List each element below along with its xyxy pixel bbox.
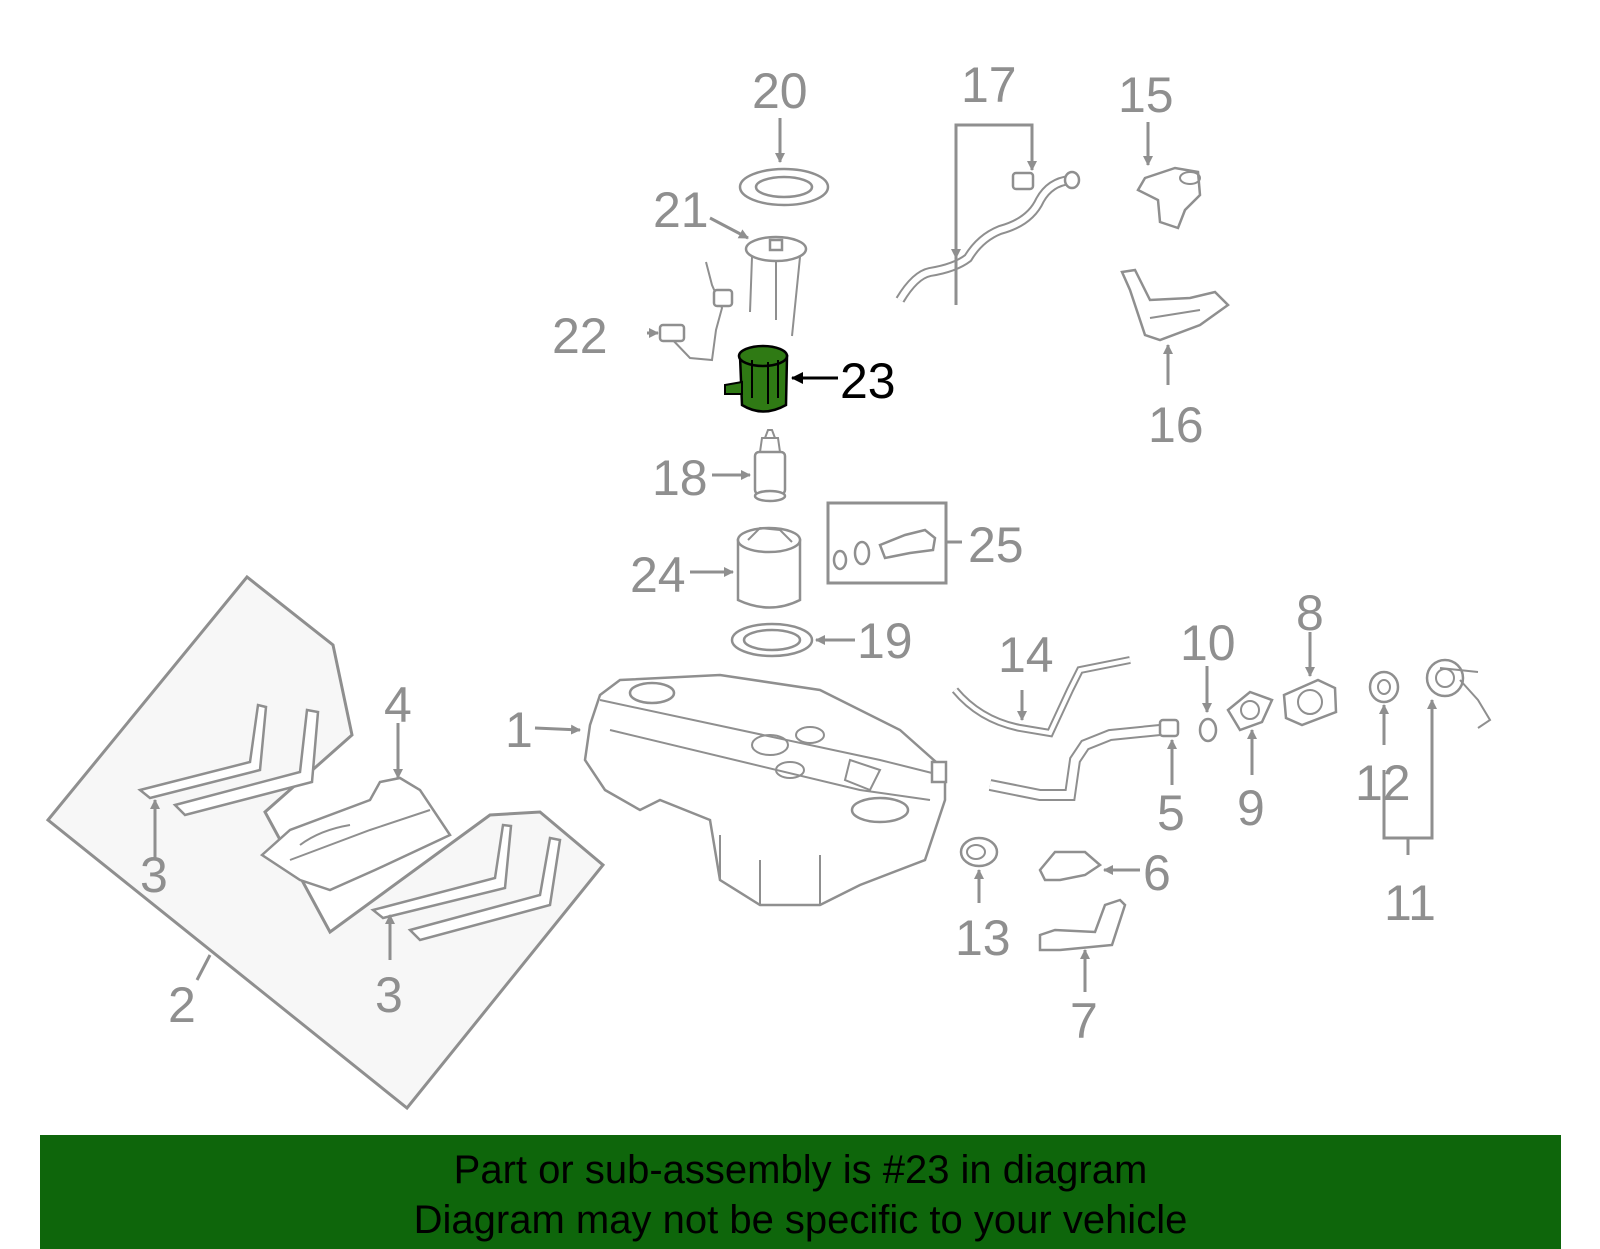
part-21-module-top[interactable] [744, 235, 808, 337]
label-12: 12 [1355, 755, 1411, 811]
label-23: 23 [840, 353, 896, 409]
label-15: 15 [1118, 67, 1174, 123]
footer-line-2: Diagram may not be specific to your vehi… [413, 1198, 1188, 1242]
footer-line-1: Part or sub-assembly is #23 in diagram [453, 1148, 1148, 1192]
label-7: 7 [1070, 993, 1098, 1049]
label-10: 10 [1180, 615, 1236, 671]
part-18-fuel-pump[interactable] [753, 429, 787, 503]
label-22: 22 [552, 308, 608, 364]
part-17-hose[interactable] [895, 170, 1081, 303]
part-15-valve[interactable] [1136, 166, 1202, 230]
part-24-filter-housing[interactable] [736, 526, 802, 609]
label-13: 13 [955, 910, 1011, 966]
part-8-filler-housing[interactable] [1282, 678, 1338, 727]
label-17: 17 [961, 57, 1017, 113]
part-19-ring[interactable] [730, 622, 814, 658]
label-21: 21 [653, 182, 709, 238]
label-5: 5 [1157, 785, 1185, 841]
part-23-pump-module[interactable] [724, 344, 789, 413]
label-20: 20 [752, 63, 808, 119]
part-1-fuel-tank[interactable] [583, 673, 948, 907]
part-25-kit[interactable] [826, 501, 948, 585]
label-2: 2 [168, 977, 196, 1033]
part-22-harness[interactable] [658, 261, 734, 362]
label-11: 11 [1384, 875, 1436, 931]
label-24: 24 [630, 547, 686, 603]
label-18: 18 [652, 450, 708, 506]
part-5-filler-pipe[interactable] [988, 718, 1180, 801]
label-14: 14 [998, 627, 1054, 683]
part-7-bracket[interactable] [1038, 898, 1127, 952]
label-25: 25 [968, 517, 1024, 573]
label-3a: 3 [140, 847, 168, 903]
label-9: 9 [1237, 780, 1265, 836]
part-6-bracket[interactable] [1038, 850, 1103, 882]
label-3b: 3 [375, 967, 403, 1023]
part-3-strap-left[interactable] [137, 703, 320, 817]
label-8: 8 [1296, 585, 1324, 641]
part-14-pipe[interactable] [951, 656, 1131, 738]
part-12-grommet[interactable] [1368, 670, 1400, 704]
part-9-flange[interactable] [1226, 690, 1274, 732]
part-13-grommet[interactable] [959, 836, 999, 868]
part-11-fuel-cap[interactable] [1425, 658, 1492, 729]
label-6: 6 [1143, 845, 1171, 901]
callout-labels: 20 17 15 21 22 23 16 18 25 24 8 10 19 14… [140, 57, 1436, 1049]
part-20-lock-ring[interactable] [738, 167, 830, 207]
part-10-ring[interactable] [1198, 717, 1218, 743]
part-3-strap-right[interactable] [370, 823, 562, 942]
footer-banner: Part or sub-assembly is #23 in diagram D… [40, 1135, 1561, 1249]
label-4: 4 [384, 677, 412, 733]
part-2-shield-panel[interactable] [45, 574, 606, 1111]
part-4-heat-shield[interactable] [259, 776, 452, 892]
label-19: 19 [857, 613, 913, 669]
part-16-bracket[interactable] [1120, 268, 1230, 342]
label-16: 16 [1148, 397, 1204, 453]
label-1: 1 [505, 702, 533, 758]
leader-lines [150, 118, 1437, 992]
